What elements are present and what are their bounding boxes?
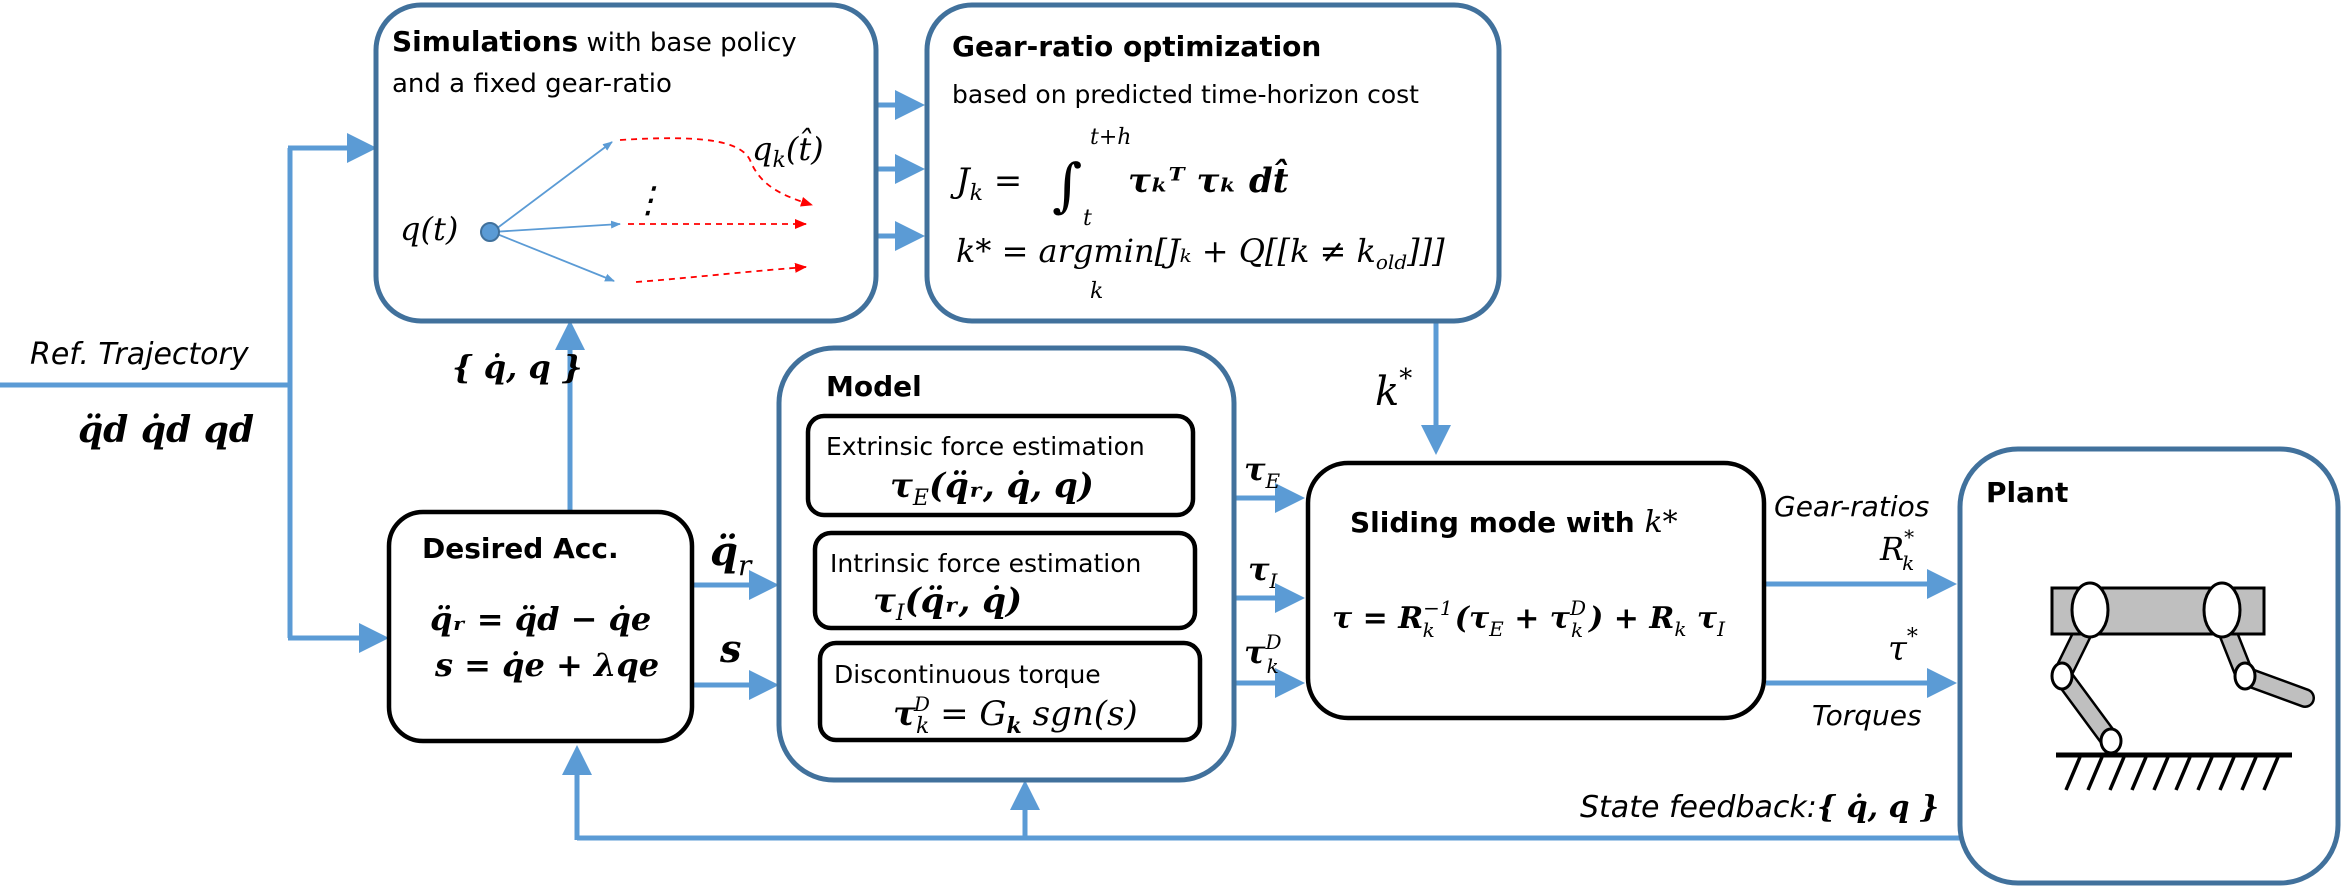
plant-title: Plant (1986, 476, 2068, 509)
plant-node: Plant (1957, 446, 2341, 886)
connectors (0, 90, 1960, 841)
gear-ratio-int-upper: t+h (1090, 125, 1131, 150)
gear-ratio-title: Gear-ratio optimization (952, 30, 1321, 63)
simulations-title: Simulations with base policy (392, 25, 797, 58)
sim-ray-2 (491, 220, 621, 233)
edge-labels: Ref. Trajectory q̈d q̇d qd { q̇, q } q̈r… (30, 337, 1939, 825)
gear-ratio-eq2: k* = argmin[Jₖ + Q[[k ≠ kold]]] (956, 232, 1445, 274)
s-label: s (719, 626, 741, 671)
desired-acc-eq1: q̈ᵣ = q̈d − q̇e (430, 600, 651, 638)
gear-ratio-eq1-body: τₖᵀ τₖ dt̂ (1128, 159, 1289, 201)
simulations-box (373, 2, 879, 324)
sliding-mode-title: Sliding mode with k* (1350, 505, 1678, 540)
simulations-node: Simulations with base policy and a fixed… (373, 2, 879, 324)
gear-ratio-argmin-under: k (1090, 279, 1103, 304)
rk-star-label: R*k (1879, 525, 1914, 575)
state-feedback-label: State feedback:{ q̇, q } (1580, 790, 1939, 825)
sim-q-t: q(t) (400, 210, 458, 248)
gear-ratio-eq1: Jk = (950, 161, 1022, 206)
tau-i-label: τI (1248, 550, 1279, 593)
sliding-mode-box (1305, 460, 1767, 721)
plant-box (1957, 446, 2341, 886)
intrinsic-eq: τI(q̈ᵣ, q̇) (873, 581, 1022, 626)
model-title: Model (826, 370, 922, 403)
gear-ratio-integral: ∫ (1052, 151, 1082, 219)
tau-star-label: τ* (1888, 625, 1918, 669)
desired-acc-node: Desired Acc. q̈ᵣ = q̈d − q̇e s = q̇e + λ… (386, 509, 695, 744)
sim-origin-dot (480, 222, 500, 242)
gear-ratio-node: Gear-ratio optimization based on predict… (924, 2, 1502, 324)
ref-trajectory-symbols: q̈d q̇d qd (78, 409, 254, 451)
gear-ratio-int-lower: t (1083, 206, 1092, 231)
kstar-label: k* (1375, 364, 1412, 415)
sim-ray-1 (491, 141, 613, 233)
simulations-subtitle: and a fixed gear-ratio (392, 69, 672, 99)
torques-label: Torques (1812, 699, 1922, 732)
sim-predicted-1 (619, 137, 813, 207)
qr-label: q̈r (710, 528, 753, 582)
extrinsic-label: Extrinsic force estimation (826, 432, 1145, 461)
intrinsic-label: Intrinsic force estimation (830, 549, 1141, 578)
sim-feedback-label: { q̇, q } (452, 348, 582, 386)
model-node: Model Extrinsic force estimation τE(q̈ᵣ,… (776, 345, 1237, 783)
desired-acc-title: Desired Acc. (422, 532, 619, 565)
desired-acc-eq2: s = q̇e + λqe (434, 646, 659, 684)
gear-ratios-label: Gear-ratios (1774, 490, 1929, 523)
sim-predicted-3 (635, 262, 807, 283)
gear-ratio-subtitle: based on predicted time-horizon cost (952, 80, 1419, 109)
extrinsic-eq: τE(q̈ᵣ, q̇, q) (890, 466, 1094, 511)
intrinsic-box (812, 530, 1198, 631)
extrinsic-box (805, 413, 1196, 518)
ref-trajectory-label: Ref. Trajectory (30, 337, 250, 372)
tau-e-label: τE (1244, 450, 1281, 493)
discontinuous-label: Discontinuous torque (834, 660, 1101, 689)
sim-ellipsis: ⋮ (630, 180, 666, 221)
desired-acc-box (386, 509, 695, 744)
sim-qk-hat: qk(t̂) (752, 127, 824, 173)
gear-ratio-box (924, 2, 1502, 324)
robot-icon (2050, 581, 2315, 791)
sim-ray-3 (491, 231, 615, 282)
discontinuous-box (817, 640, 1203, 743)
